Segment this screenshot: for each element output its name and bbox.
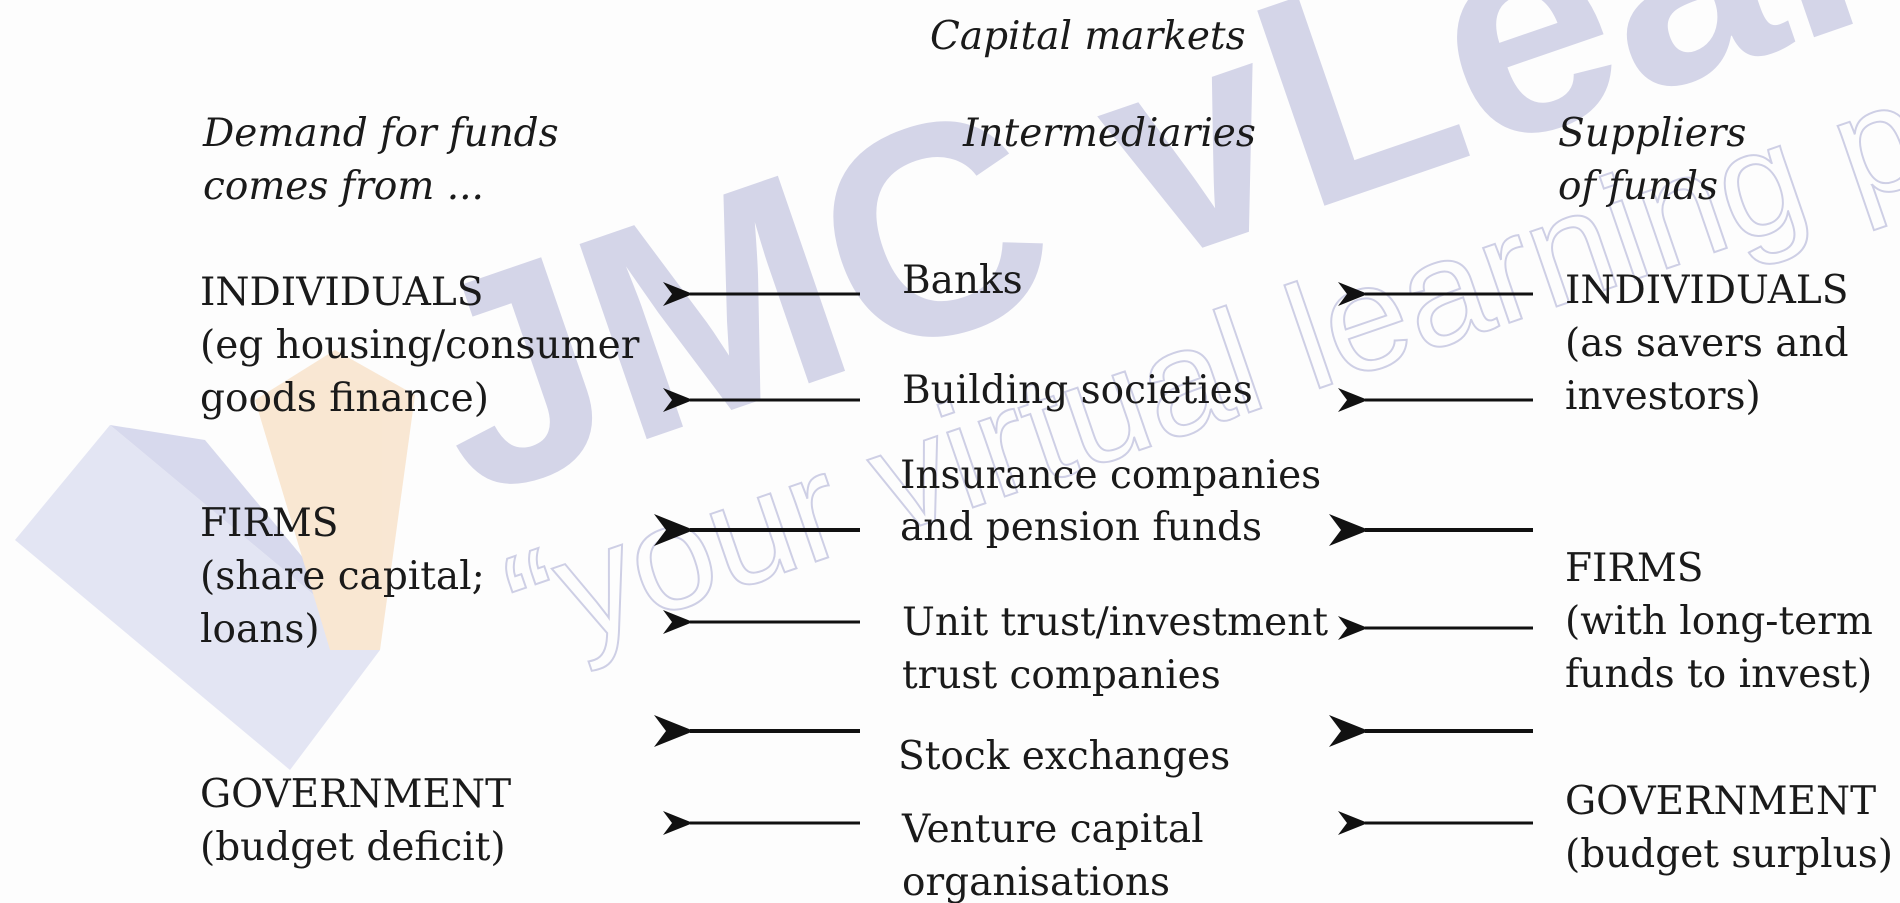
supplier-government-detail1: (budget surplus) <box>1565 832 1893 877</box>
intermediary-insurance-line2: and pension funds <box>900 505 1263 550</box>
demand-firms-name: FIRMS <box>200 501 339 546</box>
demand-individuals-detail1: (eg housing/consumer <box>200 323 640 368</box>
intermediary-stock-exchanges: Stock exchanges <box>898 734 1231 779</box>
suppliers-heading-line1: Suppliers <box>1558 111 1747 156</box>
supplier-firms-detail1: (with long-term <box>1565 599 1873 644</box>
demand-heading-line1: Demand for funds <box>203 111 559 156</box>
intermediary-venture-capital-line2: organisations <box>902 860 1170 903</box>
intermediary-unit-trust-line2: trust companies <box>902 653 1221 698</box>
demand-individuals-name: INDIVIDUALS <box>200 270 484 315</box>
demand-firms-detail2: loans) <box>200 607 320 652</box>
supplier-government-name: GOVERNMENT <box>1565 779 1877 824</box>
supplier-firms-name: FIRMS <box>1565 546 1704 591</box>
supplier-firms-detail2: funds to invest) <box>1565 652 1873 697</box>
intermediary-building-societies: Building societies <box>902 368 1253 413</box>
demand-government-detail1: (budget deficit) <box>200 825 506 870</box>
demand-heading-line2: comes from ... <box>203 164 484 209</box>
demand-government-name: GOVERNMENT <box>200 772 512 817</box>
intermediaries-heading: Intermediaries <box>963 111 1256 156</box>
supplier-individuals-detail2: investors) <box>1565 374 1761 419</box>
demand-individuals-detail2: goods finance) <box>200 376 489 421</box>
supplier-individuals-detail1: (as savers and <box>1565 321 1849 366</box>
demand-firms-detail1: (share capital; <box>200 554 485 599</box>
intermediary-banks: Banks <box>902 258 1023 303</box>
suppliers-heading-line2: of funds <box>1558 164 1718 209</box>
intermediary-unit-trust-line1: Unit trust/investment <box>902 600 1329 645</box>
supplier-individuals-name: INDIVIDUALS <box>1565 268 1849 313</box>
diagram-title: Capital markets <box>930 14 1246 59</box>
intermediary-insurance-line1: Insurance companies <box>900 453 1322 498</box>
intermediary-venture-capital-line1: Venture capital <box>902 807 1204 852</box>
